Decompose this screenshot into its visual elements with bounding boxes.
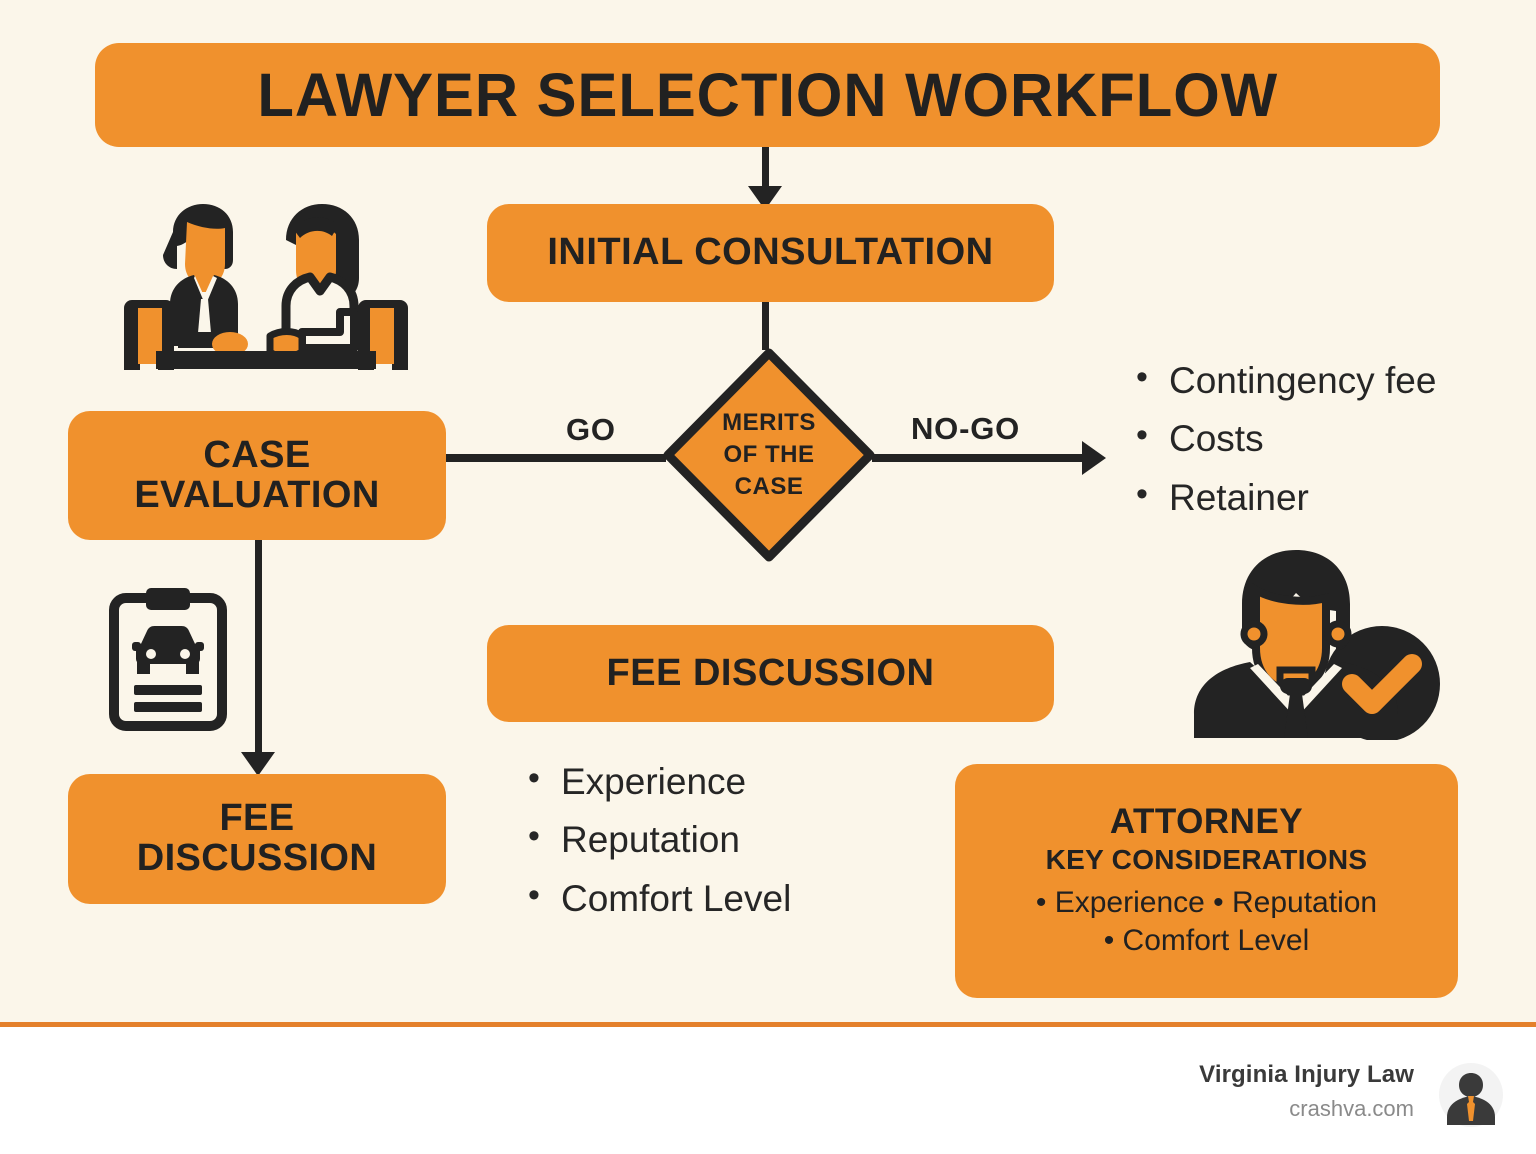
footer-brand-name: Virginia Injury Law: [1199, 1061, 1414, 1088]
edge-label-no-go: NO-GO: [911, 411, 1021, 446]
person-tie-avatar-icon: [1439, 1063, 1503, 1127]
diamond-shape-icon: [663, 348, 875, 562]
edge-label-go: GO: [566, 412, 616, 447]
infographic-canvas: LAWYER SELECTION WORKFLOW: [0, 0, 1536, 1024]
list-item: Reputation: [524, 810, 791, 869]
node-case-evaluation-label-line1: CASE: [203, 433, 311, 476]
footer-brand-block: Virginia Injury Law crashva.com: [1199, 1061, 1414, 1122]
fee-items-list: Contingency fee Costs Retainer: [1132, 351, 1436, 527]
footer: Virginia Injury Law crashva.com: [0, 1027, 1536, 1154]
card-attorney-title: ATTORNEY: [1109, 801, 1304, 841]
list-item: Comfort Level: [524, 869, 791, 928]
node-case-evaluation-label-line2: EVALUATION: [134, 473, 380, 516]
clipboard-car-report-icon: [109, 588, 227, 731]
two-people-meeting-icon: [124, 204, 408, 383]
node-fee-discussion-left-line2: DISCUSSION: [136, 837, 378, 879]
footer-url[interactable]: crashva.com: [1289, 1096, 1414, 1121]
node-fee-discussion-main: FEE DISCUSSION: [487, 625, 1054, 722]
list-item: Contingency fee: [1132, 351, 1436, 410]
node-fee-discussion-left-line1: FEE: [219, 797, 295, 840]
node-fee-discussion-main-label: FEE DISCUSSION: [606, 651, 935, 694]
node-case-evaluation: CASE EVALUATION: [68, 411, 446, 540]
card-attorney-key-considerations: ATTORNEY KEY CONSIDERATIONS • Experience…: [955, 764, 1458, 998]
connector-title-to-consultation: [762, 147, 769, 189]
list-item: Experience: [524, 752, 791, 811]
page-title: LAWYER SELECTION WORKFLOW: [257, 60, 1278, 129]
connector-case-evaluation-to-fee-discussion: [255, 540, 262, 755]
criteria-items-list: Experience Reputation Comfort Level: [524, 752, 791, 928]
list-item: Retainer: [1132, 468, 1436, 527]
node-initial-consultation-label: INITIAL CONSULTATION: [547, 231, 994, 274]
card-attorney-row-2: • Comfort Level: [1103, 924, 1310, 958]
card-attorney-row-1: • Experience • Reputation: [1035, 885, 1378, 919]
list-item: Costs: [1132, 409, 1436, 468]
footer-divider: [0, 1022, 1536, 1027]
connector-case-evaluation-to-decision: [446, 454, 666, 462]
page-title-banner: LAWYER SELECTION WORKFLOW: [95, 43, 1440, 147]
connector-decision-to-fees: [872, 454, 1084, 462]
card-attorney-subtitle: KEY CONSIDERATIONS: [1045, 843, 1368, 875]
node-fee-discussion-left: FEE DISCUSSION: [68, 774, 446, 904]
attorney-check-badge-icon: [1194, 550, 1440, 740]
arrow-right-icon-nogo: [1082, 441, 1106, 475]
decision-diamond: MERITS OF THE CASE: [660, 345, 878, 565]
node-initial-consultation: INITIAL CONSULTATION: [487, 204, 1054, 302]
connector-consultation-to-decision: [762, 302, 769, 350]
arrow-down-icon-fee: [241, 752, 275, 776]
